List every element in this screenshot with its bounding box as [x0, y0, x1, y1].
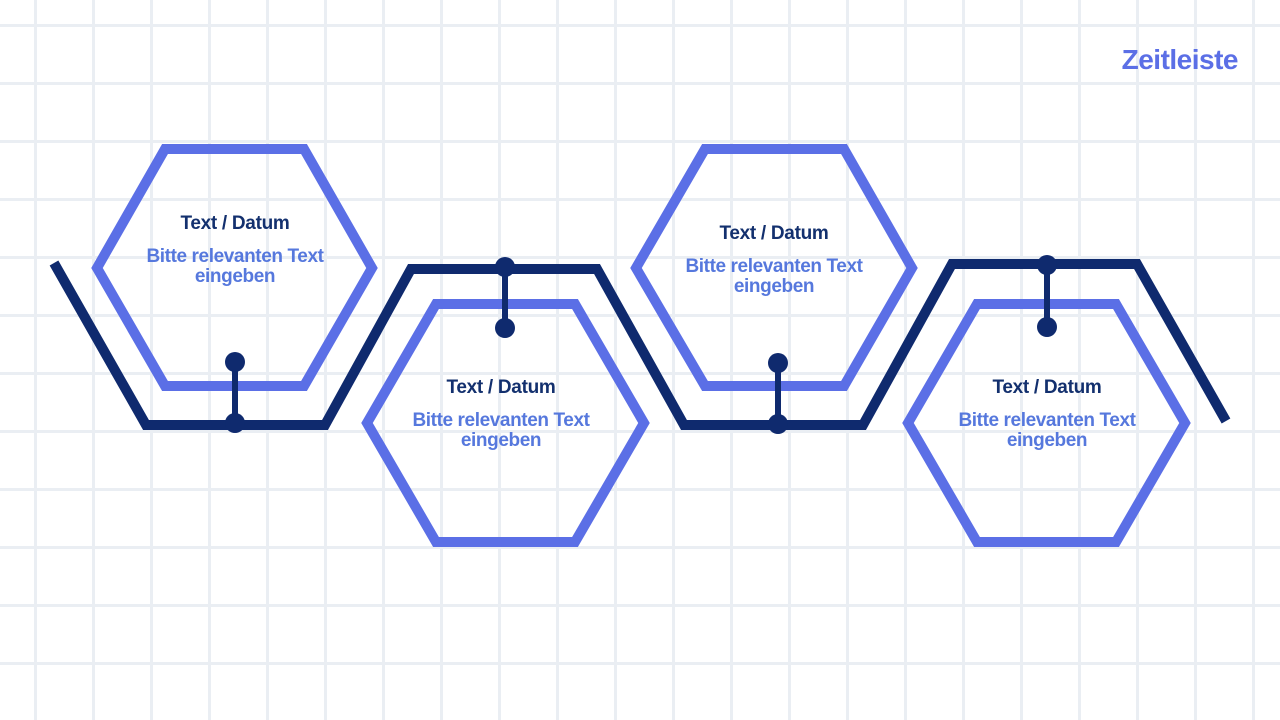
hexagon-2	[361, 299, 650, 547]
hexagon-4	[902, 299, 1191, 547]
milestone-text: Bitte relevanten Text eingeben	[958, 410, 1136, 451]
milestone-card-3: Text / Datum Bitte relevanten Text einge…	[674, 223, 874, 297]
milestone-text: Bitte relevanten Text eingeben	[146, 246, 324, 287]
milestone-title: Text / Datum	[992, 377, 1102, 398]
hexagon-1	[91, 144, 378, 391]
milestone-title: Text / Datum	[719, 223, 829, 244]
connector-1	[225, 352, 245, 433]
connector-2	[495, 257, 515, 338]
milestone-card-1: Text / Datum Bitte relevanten Text einge…	[135, 213, 335, 287]
milestone-title: Text / Datum	[446, 377, 556, 398]
connector-3	[768, 353, 788, 434]
milestone-text: Bitte relevanten Text eingeben	[685, 256, 863, 297]
milestone-text: Bitte relevanten Text eingeben	[412, 410, 590, 451]
page-title: Zeitleiste	[1121, 44, 1239, 75]
milestone-card-2: Text / Datum Bitte relevanten Text einge…	[401, 377, 601, 451]
connector-4	[1037, 255, 1057, 337]
hexagon-3	[630, 144, 918, 391]
milestone-card-4: Text / Datum Bitte relevanten Text einge…	[947, 377, 1147, 451]
milestone-title: Text / Datum	[180, 213, 290, 234]
